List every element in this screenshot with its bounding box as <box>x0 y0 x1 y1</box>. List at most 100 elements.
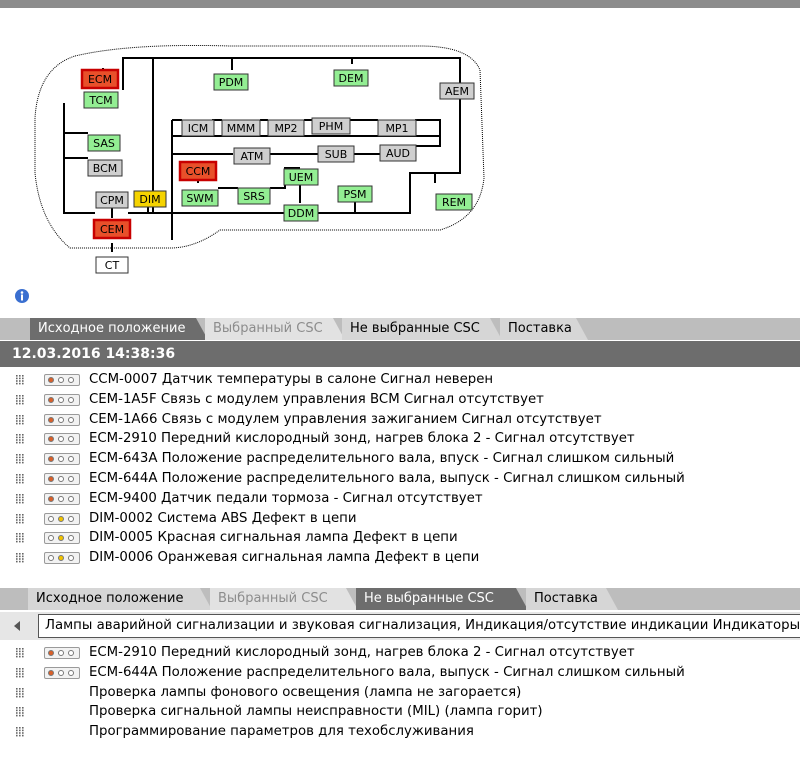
item-text: ECM-644A Положение распределительного ва… <box>89 664 685 680</box>
drag-grip-icon <box>16 533 24 543</box>
module-icm[interactable]: ICM <box>181 119 215 137</box>
info-icon[interactable] <box>14 288 30 304</box>
module-label: SWM <box>186 192 213 205</box>
list-item[interactable]: ECM-643A Положение распределительного ва… <box>0 450 800 470</box>
module-label: BCM <box>93 162 118 175</box>
module-mp2[interactable]: MP2 <box>267 119 305 137</box>
list-item[interactable]: CEM-1A5F Связь с модулем управления BCM … <box>0 391 800 411</box>
module-label: CT <box>105 259 120 272</box>
list-item[interactable]: Проверка лампы фонового освещения (лампа… <box>0 684 800 704</box>
module-label: SUB <box>325 148 348 161</box>
list-item[interactable]: ECM-9400 Датчик педали тормоза - Сигнал … <box>0 490 800 510</box>
csc-tabbar: Исходное положение Выбранный CSC Не выбр… <box>0 588 800 610</box>
module-label: MP2 <box>274 122 297 135</box>
drag-grip-icon <box>16 434 24 444</box>
module-rem[interactable]: REM <box>435 193 473 211</box>
back-arrow-icon[interactable] <box>14 621 20 631</box>
module-mmm[interactable]: MMM <box>221 119 261 137</box>
item-text: ECM-9400 Датчик педали тормоза - Сигнал … <box>89 490 483 506</box>
module-aud[interactable]: AUD <box>379 144 417 162</box>
module-cem[interactable]: CEM <box>92 218 132 240</box>
module-sub[interactable]: SUB <box>317 145 355 163</box>
tab-initial-state[interactable]: Исходное положение <box>30 318 208 340</box>
module-dem[interactable]: DEM <box>333 69 369 87</box>
module-label: TCM <box>88 94 112 107</box>
red-lamp-icon <box>44 413 80 426</box>
module-label: CPM <box>100 194 124 207</box>
list-item[interactable]: DIM-0002 Система ABS Дефект в цепи <box>0 510 800 530</box>
car-outline <box>34 44 485 249</box>
module-ecm[interactable]: ECM <box>80 68 120 90</box>
list-item[interactable]: ECM-2910 Передний кислородный зонд, нагр… <box>0 644 800 664</box>
tab-unselected-csc[interactable]: Не выбранные CSC <box>342 318 502 340</box>
module-aem[interactable]: AEM <box>439 82 475 100</box>
tab-initial-state-2[interactable]: Исходное положение <box>28 588 212 610</box>
item-text: CCM-0007 Датчик температуры в салоне Сиг… <box>89 372 494 387</box>
red-lamp-icon <box>44 666 80 679</box>
module-uem[interactable]: UEM <box>283 168 319 186</box>
window-top-bar <box>0 0 800 8</box>
list-item[interactable]: DIM-0005 Красная сигнальная лампа Дефект… <box>0 529 800 549</box>
module-ct[interactable]: CT <box>95 256 129 274</box>
module-label: AUD <box>386 147 410 160</box>
module-bcm[interactable]: BCM <box>87 159 123 177</box>
drag-grip-icon <box>16 667 24 678</box>
module-label: DIM <box>139 193 160 206</box>
module-mp1[interactable]: MP1 <box>377 119 417 137</box>
list-item[interactable]: Проверка сигнальной лампы неисправности … <box>0 703 800 723</box>
tab-delivery[interactable]: Поставка <box>500 318 588 340</box>
tab-unselected-csc-2[interactable]: Не выбранные CSC <box>356 588 528 610</box>
list-item[interactable]: Программирование параметров для техобслу… <box>0 723 800 743</box>
item-text: ECM-643A Положение распределительного ва… <box>89 451 675 467</box>
drag-grip-icon <box>16 414 24 424</box>
item-text: CEM-1A66 Связь с модулем управления зажи… <box>89 411 602 427</box>
module-label: AEM <box>445 85 469 98</box>
module-label: DDM <box>288 207 314 220</box>
item-text: DIM-0005 Красная сигнальная лампа Дефект… <box>89 530 458 546</box>
drag-grip-icon <box>16 648 24 658</box>
list-item[interactable]: ECM-644A Положение распределительного ва… <box>0 470 800 490</box>
module-label: ICM <box>188 122 208 135</box>
module-swm[interactable]: SWM <box>181 189 219 207</box>
module-label: CEM <box>100 223 124 236</box>
item-text: Проверка сигнальной лампы неисправности … <box>89 704 543 720</box>
tab-delivery-2[interactable]: Поставка <box>526 588 618 610</box>
item-text: CEM-1A5F Связь с модулем управления BCM … <box>89 391 544 407</box>
drag-grip-icon <box>16 553 24 563</box>
module-phm[interactable]: PHM <box>311 117 351 135</box>
tab-selected-csc[interactable]: Выбранный CSC <box>205 318 345 340</box>
list-item[interactable]: ECM-644A Положение распределительного ва… <box>0 664 800 684</box>
red-lamp-icon <box>44 453 80 466</box>
drag-grip-icon <box>16 375 24 385</box>
list-item[interactable]: ECM-2910 Передний кислородный зонд, нагр… <box>0 430 800 450</box>
item-text: Проверка лампы фонового освещения (лампа… <box>89 684 522 700</box>
module-psm[interactable]: PSM <box>337 185 373 203</box>
module-sas[interactable]: SAS <box>87 134 121 152</box>
module-srs[interactable]: SRS <box>237 187 271 205</box>
module-pdm[interactable]: PDM <box>213 73 249 91</box>
drag-grip-icon <box>16 727 24 737</box>
item-text: ECM-644A Положение распределительного ва… <box>89 470 685 486</box>
module-ccm[interactable]: CCM <box>178 160 218 182</box>
drag-grip-icon <box>16 454 24 464</box>
drag-grip-icon <box>16 707 24 717</box>
dtc-list: CCM-0007 Датчик температуры в салоне Сиг… <box>0 371 800 569</box>
module-label: ATM <box>241 150 264 163</box>
tab-selected-csc-2[interactable]: Выбранный CSC <box>210 588 358 610</box>
module-ddm[interactable]: DDM <box>283 204 319 222</box>
yellow-lamp-icon <box>44 512 80 525</box>
module-cpm[interactable]: CPM <box>95 191 129 209</box>
list-item[interactable]: CEM-1A66 Связь с модулем управления зажи… <box>0 411 800 431</box>
red-lamp-icon <box>44 647 80 659</box>
csc-path-field[interactable]: Лампы аварийной сигнализации и звуковая … <box>38 614 800 638</box>
drag-grip-icon <box>16 394 24 405</box>
item-text: ECM-2910 Передний кислородный зонд, нагр… <box>89 645 635 660</box>
module-tcm[interactable]: TCM <box>83 91 119 109</box>
module-label: MMM <box>227 122 255 135</box>
list-item[interactable]: DIM-0006 Оранжевая сигнальная лампа Дефе… <box>0 549 800 569</box>
module-atm[interactable]: ATM <box>233 147 271 165</box>
module-dim[interactable]: DIM <box>133 190 167 208</box>
list-item[interactable]: CCM-0007 Датчик температуры в салоне Сиг… <box>0 371 800 391</box>
module-label: CCM <box>186 165 211 178</box>
